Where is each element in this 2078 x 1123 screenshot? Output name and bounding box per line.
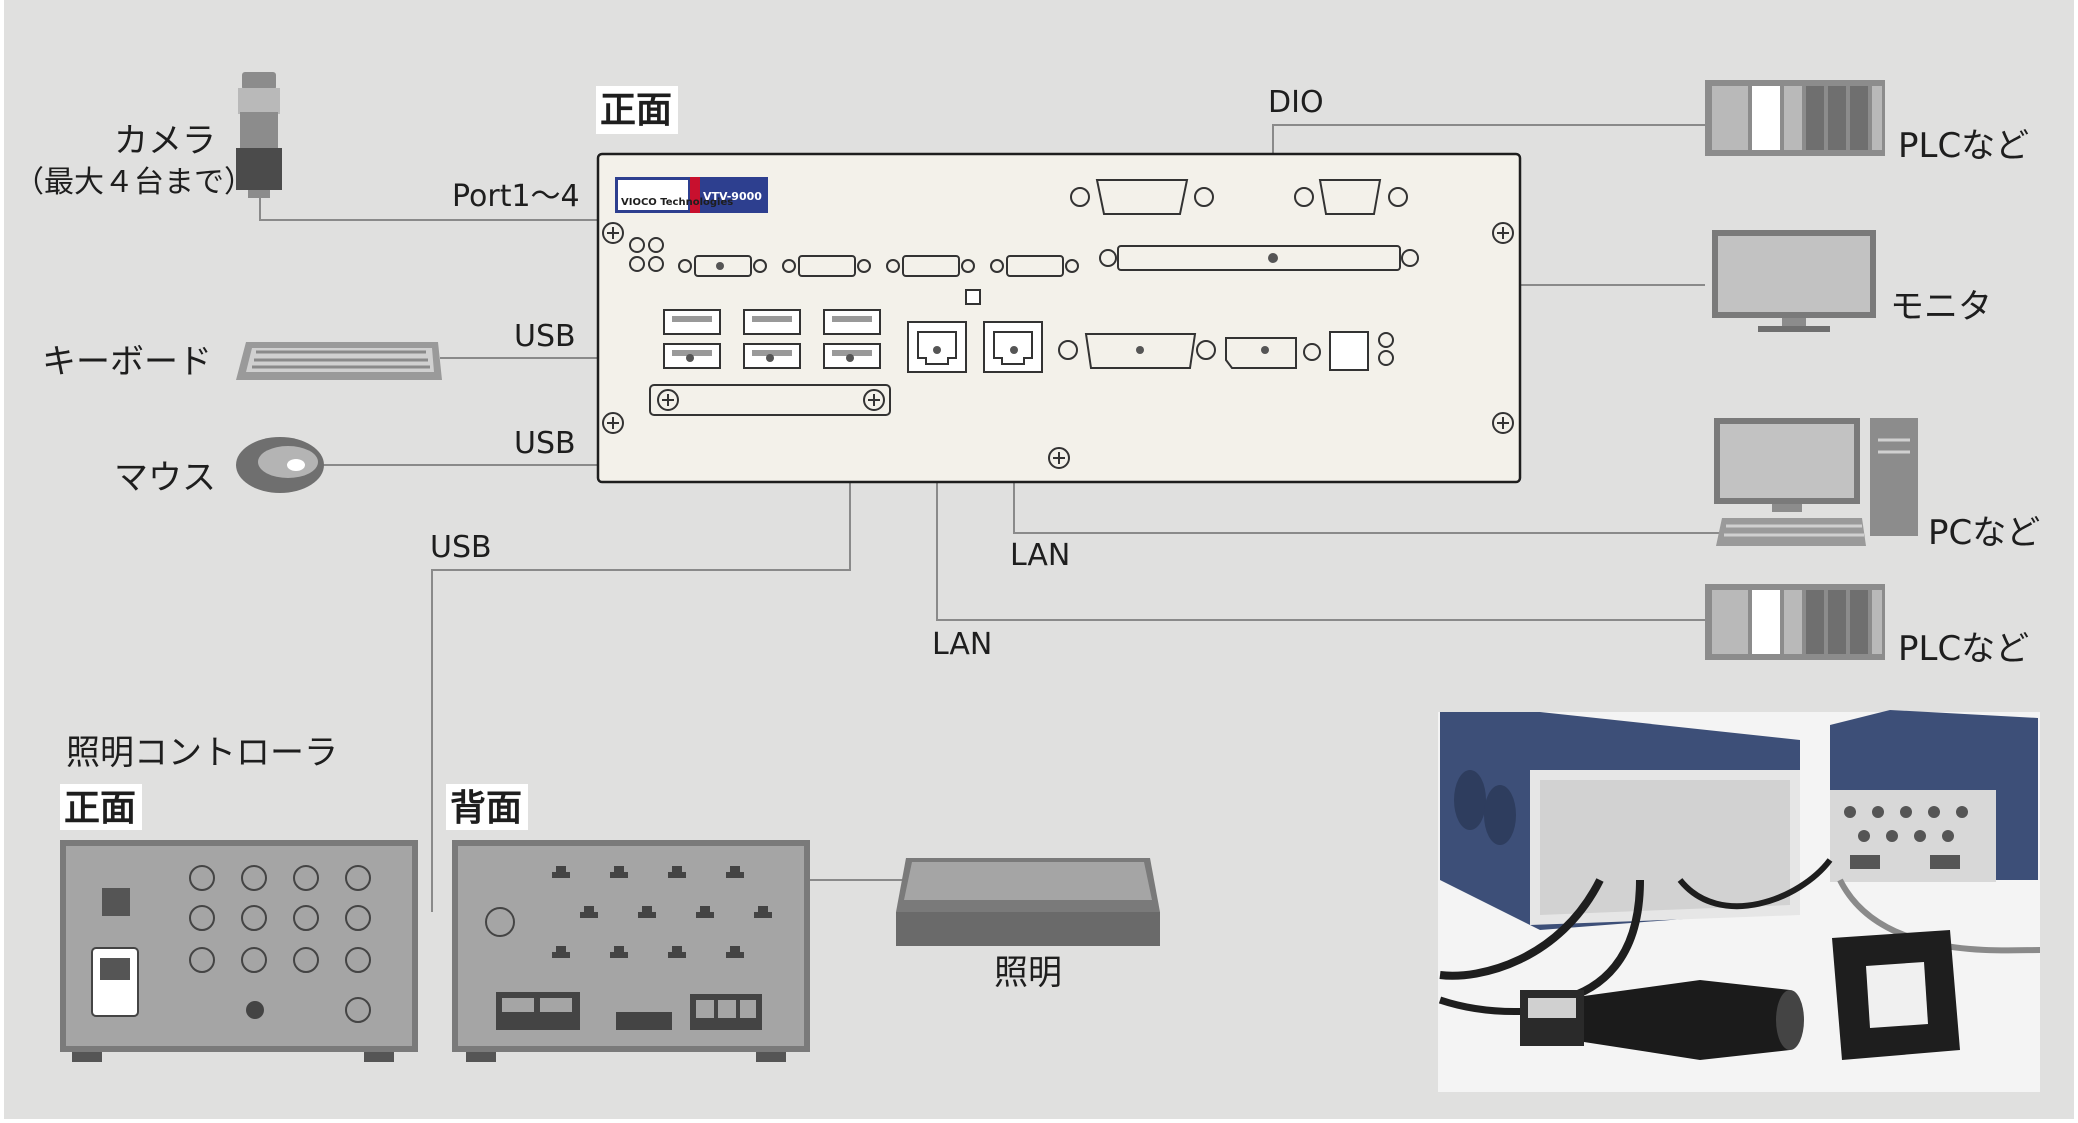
blank-slot bbox=[649, 384, 891, 416]
dio-label: DIO bbox=[1268, 85, 1324, 120]
monitor-device bbox=[1712, 230, 1876, 332]
lan-port-2 bbox=[983, 321, 1043, 373]
controller-front-title: 正面 bbox=[64, 788, 136, 829]
plc-lan-label: LAN bbox=[932, 627, 992, 662]
usb-ports bbox=[663, 309, 881, 369]
controller-back-panel bbox=[452, 840, 810, 1062]
lan-port-1 bbox=[907, 321, 967, 373]
panel-screws bbox=[602, 222, 1514, 469]
main-unit: 正面 VIOCO Technologies VTV-9000 bbox=[596, 86, 1522, 484]
camera-label: カメラ bbox=[114, 121, 216, 161]
controller-front-panel bbox=[60, 840, 418, 1062]
camera-port-1 bbox=[678, 255, 767, 277]
keyboard-label: キーボード bbox=[42, 342, 212, 382]
camera-port-3 bbox=[886, 255, 975, 277]
camera-port-4 bbox=[990, 255, 1079, 277]
dio-connector bbox=[1099, 245, 1419, 271]
mouse-label: マウス bbox=[114, 458, 216, 498]
status-leds bbox=[629, 237, 664, 272]
light-controller-title: 照明コントローラ bbox=[66, 733, 338, 773]
vga-connector bbox=[1058, 333, 1216, 369]
camera-port-label: Port1～4 bbox=[452, 179, 580, 214]
mouse-device bbox=[236, 437, 324, 493]
power-button bbox=[1329, 331, 1369, 371]
camera-device bbox=[236, 72, 282, 198]
controller-front-title-box bbox=[60, 784, 142, 830]
d-sub-top-large bbox=[1070, 179, 1214, 215]
d-sub-top-small bbox=[1294, 179, 1408, 215]
controller-back-title: 背面 bbox=[450, 788, 522, 829]
plc-device-bottom bbox=[1705, 584, 1885, 660]
pc-label: PCなど bbox=[1928, 513, 2040, 553]
led-2 bbox=[1378, 350, 1394, 366]
main-unit-title: 正面 bbox=[600, 90, 672, 131]
dvi-connector bbox=[1225, 337, 1321, 369]
camera-ports bbox=[678, 255, 1079, 277]
controller-usb-label: USB bbox=[430, 530, 492, 565]
keyboard-usb-label: USB bbox=[514, 319, 576, 354]
plc-bottom-label: PLCなど bbox=[1898, 629, 2029, 669]
brand-logo-text: VIOCO Technologies bbox=[621, 197, 733, 208]
monitor-label: モニタ bbox=[1890, 287, 1992, 327]
main-unit-title-box bbox=[596, 86, 678, 134]
camera-sublabel: （最大４台まで） bbox=[14, 165, 254, 200]
pc-device bbox=[1714, 418, 1918, 546]
camera-port-2 bbox=[782, 255, 871, 277]
controller-back-title-box bbox=[446, 784, 528, 830]
model-name: VTV-9000 bbox=[703, 190, 762, 203]
product-photo bbox=[1438, 710, 2041, 1092]
plc-device-top bbox=[1705, 80, 1885, 156]
light-label: 照明 bbox=[994, 953, 1062, 993]
mouse-usb-label: USB bbox=[514, 426, 576, 461]
light-device bbox=[896, 858, 1160, 946]
brand-logo: VIOCO Technologies VTV-9000 bbox=[615, 177, 768, 213]
pc-lan-label: LAN bbox=[1010, 538, 1070, 573]
keyboard-device bbox=[236, 342, 442, 380]
led-1 bbox=[1378, 332, 1394, 348]
small-square-port bbox=[965, 289, 981, 305]
plc-top-label: PLCなど bbox=[1898, 126, 2029, 166]
